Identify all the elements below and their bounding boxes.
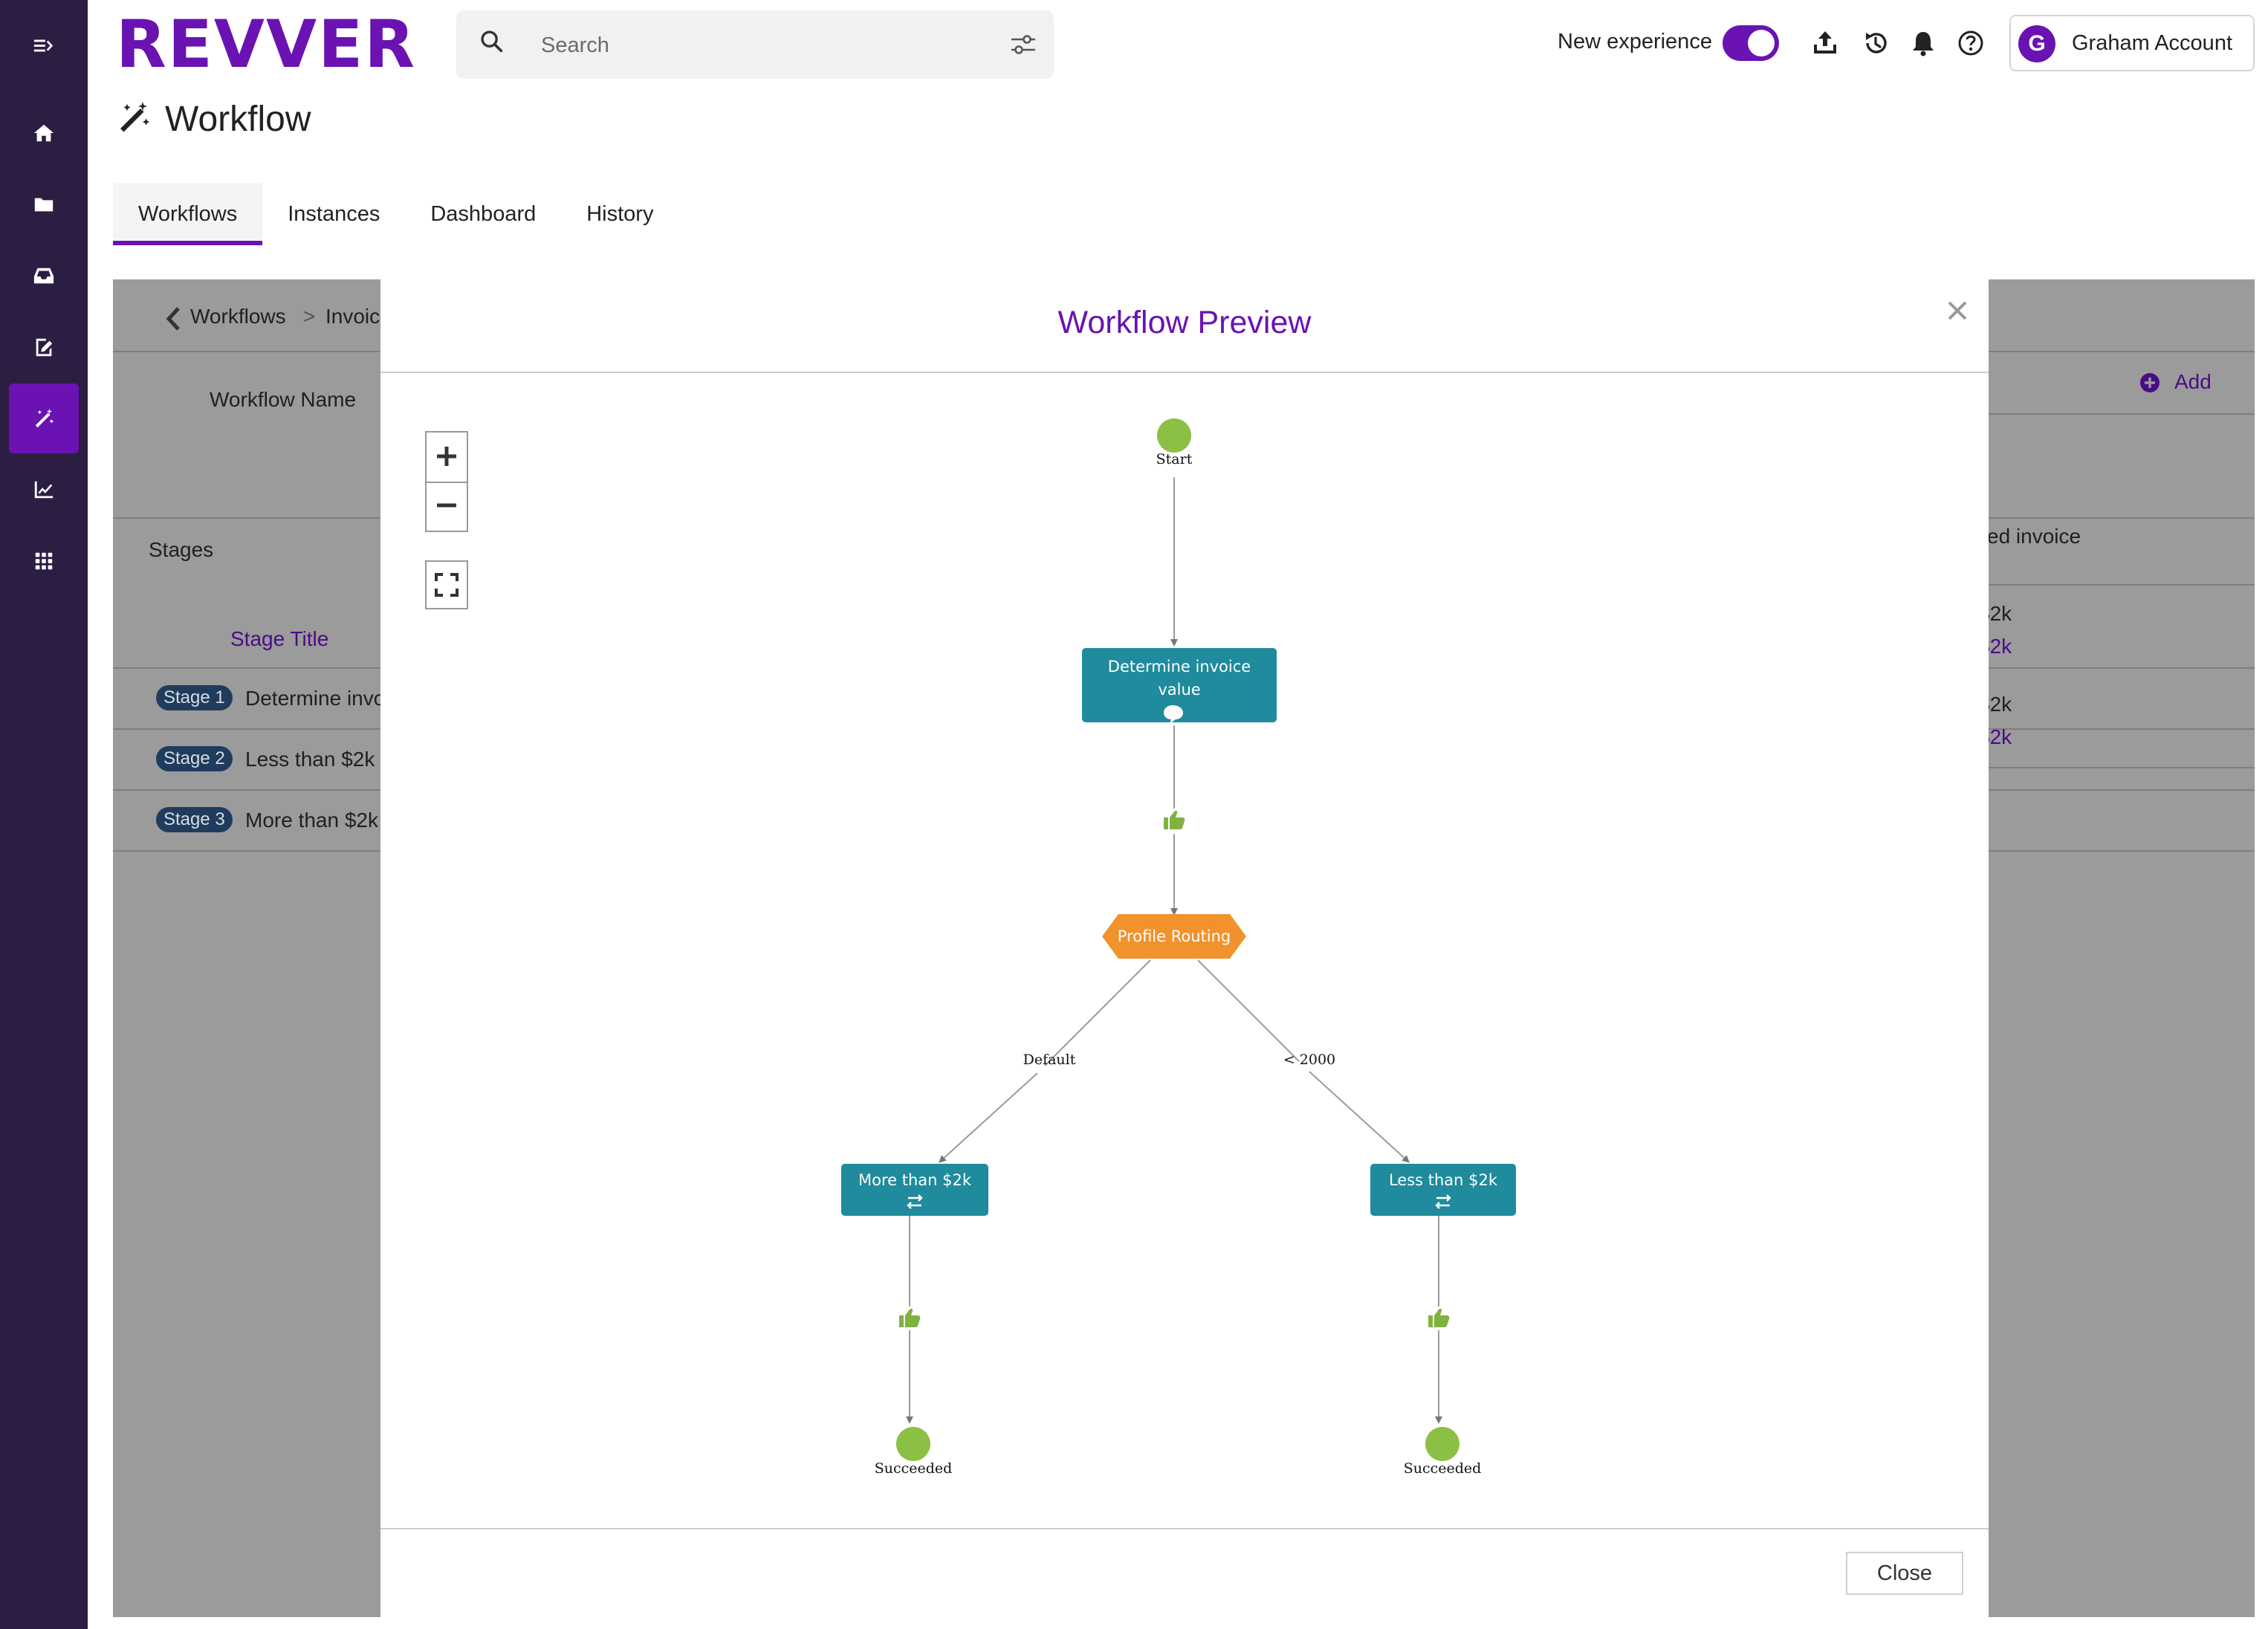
zoom-in-button[interactable] bbox=[427, 434, 467, 479]
close-icon[interactable] bbox=[1941, 294, 1974, 327]
branch-default-label: Default bbox=[1023, 1052, 1076, 1068]
left-nav bbox=[0, 0, 88, 1629]
revver-logo[interactable]: REVVER bbox=[116, 6, 416, 82]
chevron-left-icon[interactable] bbox=[165, 306, 181, 335]
page-title: Workflow bbox=[165, 99, 311, 139]
swap-icon bbox=[907, 1194, 923, 1209]
divider bbox=[1978, 767, 2255, 768]
help-icon[interactable] bbox=[1956, 28, 1986, 58]
tab-instances[interactable]: Instances bbox=[262, 183, 405, 245]
connector-default-left bbox=[939, 1072, 1038, 1163]
search-icon bbox=[479, 28, 505, 59]
end-right-label: Succeeded bbox=[1404, 1460, 1482, 1477]
profile-routing-node[interactable] bbox=[1102, 914, 1246, 959]
stage-node-determine-invoice-value[interactable] bbox=[1082, 648, 1277, 722]
modal-title: Workflow Preview bbox=[1057, 305, 1312, 340]
stage-badge: Stage 2 bbox=[156, 746, 233, 771]
start-label: Start bbox=[1156, 451, 1193, 467]
breadcrumb-separator: > bbox=[303, 305, 316, 328]
stage-badge: Stage 3 bbox=[156, 807, 233, 832]
close-button[interactable]: Close bbox=[1846, 1552, 1963, 1595]
description-text: sed invoice bbox=[1977, 525, 2081, 548]
approve-thumb-icon bbox=[1164, 810, 1185, 829]
connector-routing-default bbox=[1044, 959, 1151, 1066]
zoom-out-button[interactable] bbox=[427, 483, 467, 528]
fit-to-screen-button[interactable] bbox=[425, 560, 468, 609]
workflow-wand-icon bbox=[116, 100, 152, 139]
stage-node-label: More than $2k bbox=[858, 1171, 972, 1189]
stage-badge: Stage 1 bbox=[156, 685, 233, 710]
connector-lt-right bbox=[1309, 1071, 1410, 1163]
stage-node-more-than-2k[interactable] bbox=[841, 1164, 988, 1216]
routing-label: Profile Routing bbox=[1118, 927, 1231, 945]
stage-node-label: value bbox=[1158, 681, 1200, 699]
folder-icon[interactable] bbox=[9, 169, 79, 239]
search-filter-icon[interactable] bbox=[1009, 31, 1037, 62]
notifications-bell-icon[interactable] bbox=[1908, 28, 1938, 58]
workflow-wand-icon[interactable] bbox=[9, 383, 79, 453]
modal-footer-divider bbox=[380, 1528, 1989, 1529]
divider bbox=[1978, 584, 2255, 586]
menu-toggle-icon[interactable] bbox=[9, 10, 79, 80]
page-title-bar: Workflow bbox=[116, 97, 311, 141]
tab-dashboard[interactable]: Dashboard bbox=[405, 183, 561, 245]
branch-lt-2000-label: < 2000 bbox=[1283, 1052, 1335, 1068]
stage-title[interactable]: Less than $2k bbox=[245, 748, 375, 771]
account-button[interactable]: G Graham Account bbox=[2009, 15, 2255, 71]
inbox-icon[interactable] bbox=[9, 241, 79, 311]
zoom-divider bbox=[427, 482, 467, 483]
search-input[interactable] bbox=[540, 27, 959, 64]
approve-thumb-icon bbox=[1428, 1308, 1450, 1327]
tab-label: History bbox=[586, 201, 654, 226]
history-icon[interactable] bbox=[1861, 28, 1890, 58]
stage-node-less-than-2k[interactable] bbox=[1370, 1164, 1516, 1216]
stage-title[interactable]: Determine invo bbox=[245, 687, 386, 710]
breadcrumb-current: Invoic bbox=[325, 305, 380, 328]
end-node-left[interactable] bbox=[896, 1427, 930, 1461]
tab-label: Instances bbox=[288, 201, 380, 226]
stage-title-header[interactable]: Stage Title bbox=[230, 627, 329, 650]
end-left-label: Succeeded bbox=[875, 1460, 953, 1477]
modal-header-divider bbox=[380, 372, 1989, 373]
comment-icon bbox=[1164, 705, 1183, 724]
stage-node-label: Less than $2k bbox=[1389, 1171, 1498, 1189]
end-node-right[interactable] bbox=[1425, 1427, 1459, 1461]
tab-label: Dashboard bbox=[430, 201, 537, 226]
new-experience-label: New experience bbox=[1558, 30, 1712, 54]
tab-workflows[interactable]: Workflows bbox=[113, 183, 263, 245]
avatar: G bbox=[2018, 25, 2055, 62]
logo-text: REVVER bbox=[116, 6, 416, 82]
tab-label: Workflows bbox=[138, 201, 238, 226]
swap-icon bbox=[1435, 1194, 1451, 1209]
workflow-preview-modal: Workflow Preview Start Determine invoice bbox=[380, 279, 1989, 1617]
approve-thumb-icon bbox=[899, 1308, 921, 1327]
home-icon[interactable] bbox=[9, 98, 79, 168]
breadcrumb-root[interactable]: Workflows bbox=[190, 305, 286, 328]
start-node[interactable] bbox=[1157, 418, 1191, 453]
stage-title[interactable]: More than $2k bbox=[245, 809, 378, 832]
stage-node-label: Determine invoice bbox=[1108, 658, 1251, 676]
edit-document-icon[interactable] bbox=[9, 312, 79, 382]
connector-routing-lt bbox=[1197, 959, 1300, 1062]
workflow-name-label: Workflow Name bbox=[210, 388, 357, 411]
add-circle-icon[interactable] bbox=[2139, 372, 2161, 398]
tab-history[interactable]: History bbox=[561, 183, 678, 245]
workflow-diagram: Start Determine invoice value Profile Ro… bbox=[841, 418, 1516, 1477]
account-name: Graham Account bbox=[2072, 31, 2232, 55]
stages-label: Stages bbox=[149, 538, 214, 561]
upload-icon[interactable] bbox=[1810, 28, 1840, 58]
toggle-knob bbox=[1748, 30, 1775, 56]
divider bbox=[1978, 413, 2255, 415]
add-link[interactable]: Add bbox=[2174, 370, 2212, 393]
chart-icon[interactable] bbox=[9, 455, 79, 525]
workflow-tabs: Workflows Instances Dashboard History bbox=[113, 183, 678, 245]
fullscreen-icon bbox=[435, 573, 459, 597]
search-bar bbox=[456, 10, 1054, 79]
apps-grid-icon[interactable] bbox=[9, 526, 79, 596]
zoom-controls bbox=[425, 431, 468, 532]
new-experience-toggle[interactable] bbox=[1723, 25, 1779, 61]
